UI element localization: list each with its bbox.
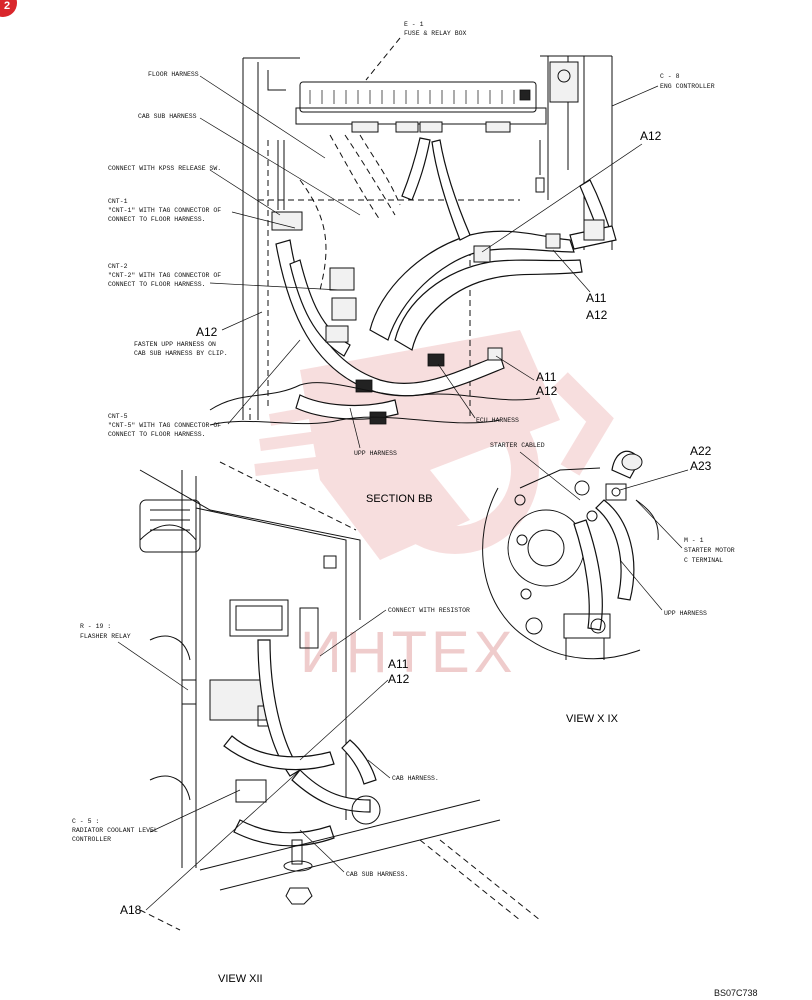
ref-a23: A23	[690, 459, 712, 473]
watermark-text: ИНТЕХ	[300, 620, 516, 685]
label-radiator1: RADIATOR COOLANT LEVEL	[72, 827, 158, 834]
label-starter-motor: STARTER MOTOR	[684, 547, 735, 554]
label-connect-kpss: CONNECT WITH KPSS RELEASE SW.	[108, 165, 221, 172]
ref-a11-ecu: A11	[536, 370, 557, 384]
label-cab-sub-harness-top: CAB SUB HARNESS	[138, 113, 197, 120]
label-cnt2-desc2: CONNECT TO FLOOR HARNESS.	[108, 281, 206, 288]
label-floor-harness: FLOOR HARNESS	[148, 71, 199, 78]
label-r19: R - 19 :	[80, 623, 111, 630]
label-cnt5: CNT-5	[108, 413, 128, 420]
title-view-xix: VIEW X IX	[566, 713, 619, 725]
label-cab-harness: CAB HARNESS.	[392, 775, 439, 782]
view-xix-drawing	[482, 450, 659, 660]
watermark-logo	[254, 330, 614, 560]
ref-a18: A18	[120, 903, 142, 917]
label-cnt2: CNT-2	[108, 263, 128, 270]
ref-a22: A22	[690, 444, 712, 458]
ref-a12-clip: A12	[196, 325, 218, 339]
ref-a12-right: A12	[586, 308, 608, 322]
ref-a12-top: A12	[640, 129, 662, 143]
label-radiator2: CONTROLLER	[72, 836, 111, 843]
title-view-xii: VIEW XII	[218, 973, 263, 985]
label-cnt5-desc1: "CNT-5" WITH TAG CONNECTOR OF	[108, 422, 221, 429]
fuse-row	[309, 89, 531, 104]
view-xii-drawing	[139, 461, 541, 931]
label-fuse-relay-box: FUSE & RELAY BOX	[404, 30, 467, 37]
label-c-terminal: C TERMINAL	[684, 557, 723, 564]
cnt1-connector	[271, 211, 303, 231]
label-cnt1: CNT-1	[108, 198, 128, 205]
label-m1: M - 1	[684, 537, 704, 544]
label-fasten1: FASTEN UPP HARNESS ON	[134, 341, 216, 348]
svg-text:2: 2	[4, 0, 10, 12]
label-flasher-relay: FLASHER RELAY	[80, 633, 131, 640]
section-bb-labels: E - 1 FUSE & RELAY BOX C - 8 ENG CONTROL…	[108, 21, 715, 505]
label-starter-cabled: STARTER CABLED	[490, 442, 545, 449]
label-cnt1-desc1: "CNT-1" WITH TAG CONNECTOR OF	[108, 207, 221, 214]
label-e1: E - 1	[404, 21, 424, 28]
label-upp-harness-x: UPP HARNESS	[664, 610, 707, 617]
title-section-bb: SECTION BB	[366, 493, 433, 505]
ref-a11-view: A11	[388, 657, 409, 671]
ref-a11-right: A11	[586, 291, 607, 305]
label-cab-sub-harness-bottom: CAB SUB HARNESS.	[346, 871, 408, 878]
label-connect-resistor: CONNECT WITH RESISTOR	[388, 607, 470, 614]
label-cnt5-desc2: CONNECT TO FLOOR HARNESS.	[108, 431, 206, 438]
label-ecu-harness: ECU HARNESS	[476, 417, 519, 424]
view-xii-labels: CONNECT WITH RESISTOR R - 19 : FLASHER R…	[72, 607, 470, 985]
ref-a12-ecu: A12	[536, 384, 558, 398]
ref-a12-view: A12	[388, 672, 410, 686]
view-xix-labels: STARTER CABLED A22 A23 M - 1 STARTER MOT…	[490, 442, 735, 725]
label-cnt1-desc2: CONNECT TO FLOOR HARNESS.	[108, 216, 206, 223]
page-badge: 2	[0, 0, 17, 17]
label-fasten2: CAB SUB HARNESS BY CLIP.	[134, 350, 228, 357]
doc-code: BS07C738	[714, 988, 758, 998]
label-c8: C - 8	[660, 73, 680, 80]
section-bb-drawing	[209, 55, 617, 426]
label-cnt2-desc1: "CNT-2" WITH TAG CONNECTOR OF	[108, 272, 221, 279]
label-c5: C - 5 :	[72, 818, 99, 825]
label-upp-harness-bb: UPP HARNESS	[354, 450, 397, 457]
label-eng-controller: ENG CONTROLLER	[660, 83, 715, 90]
